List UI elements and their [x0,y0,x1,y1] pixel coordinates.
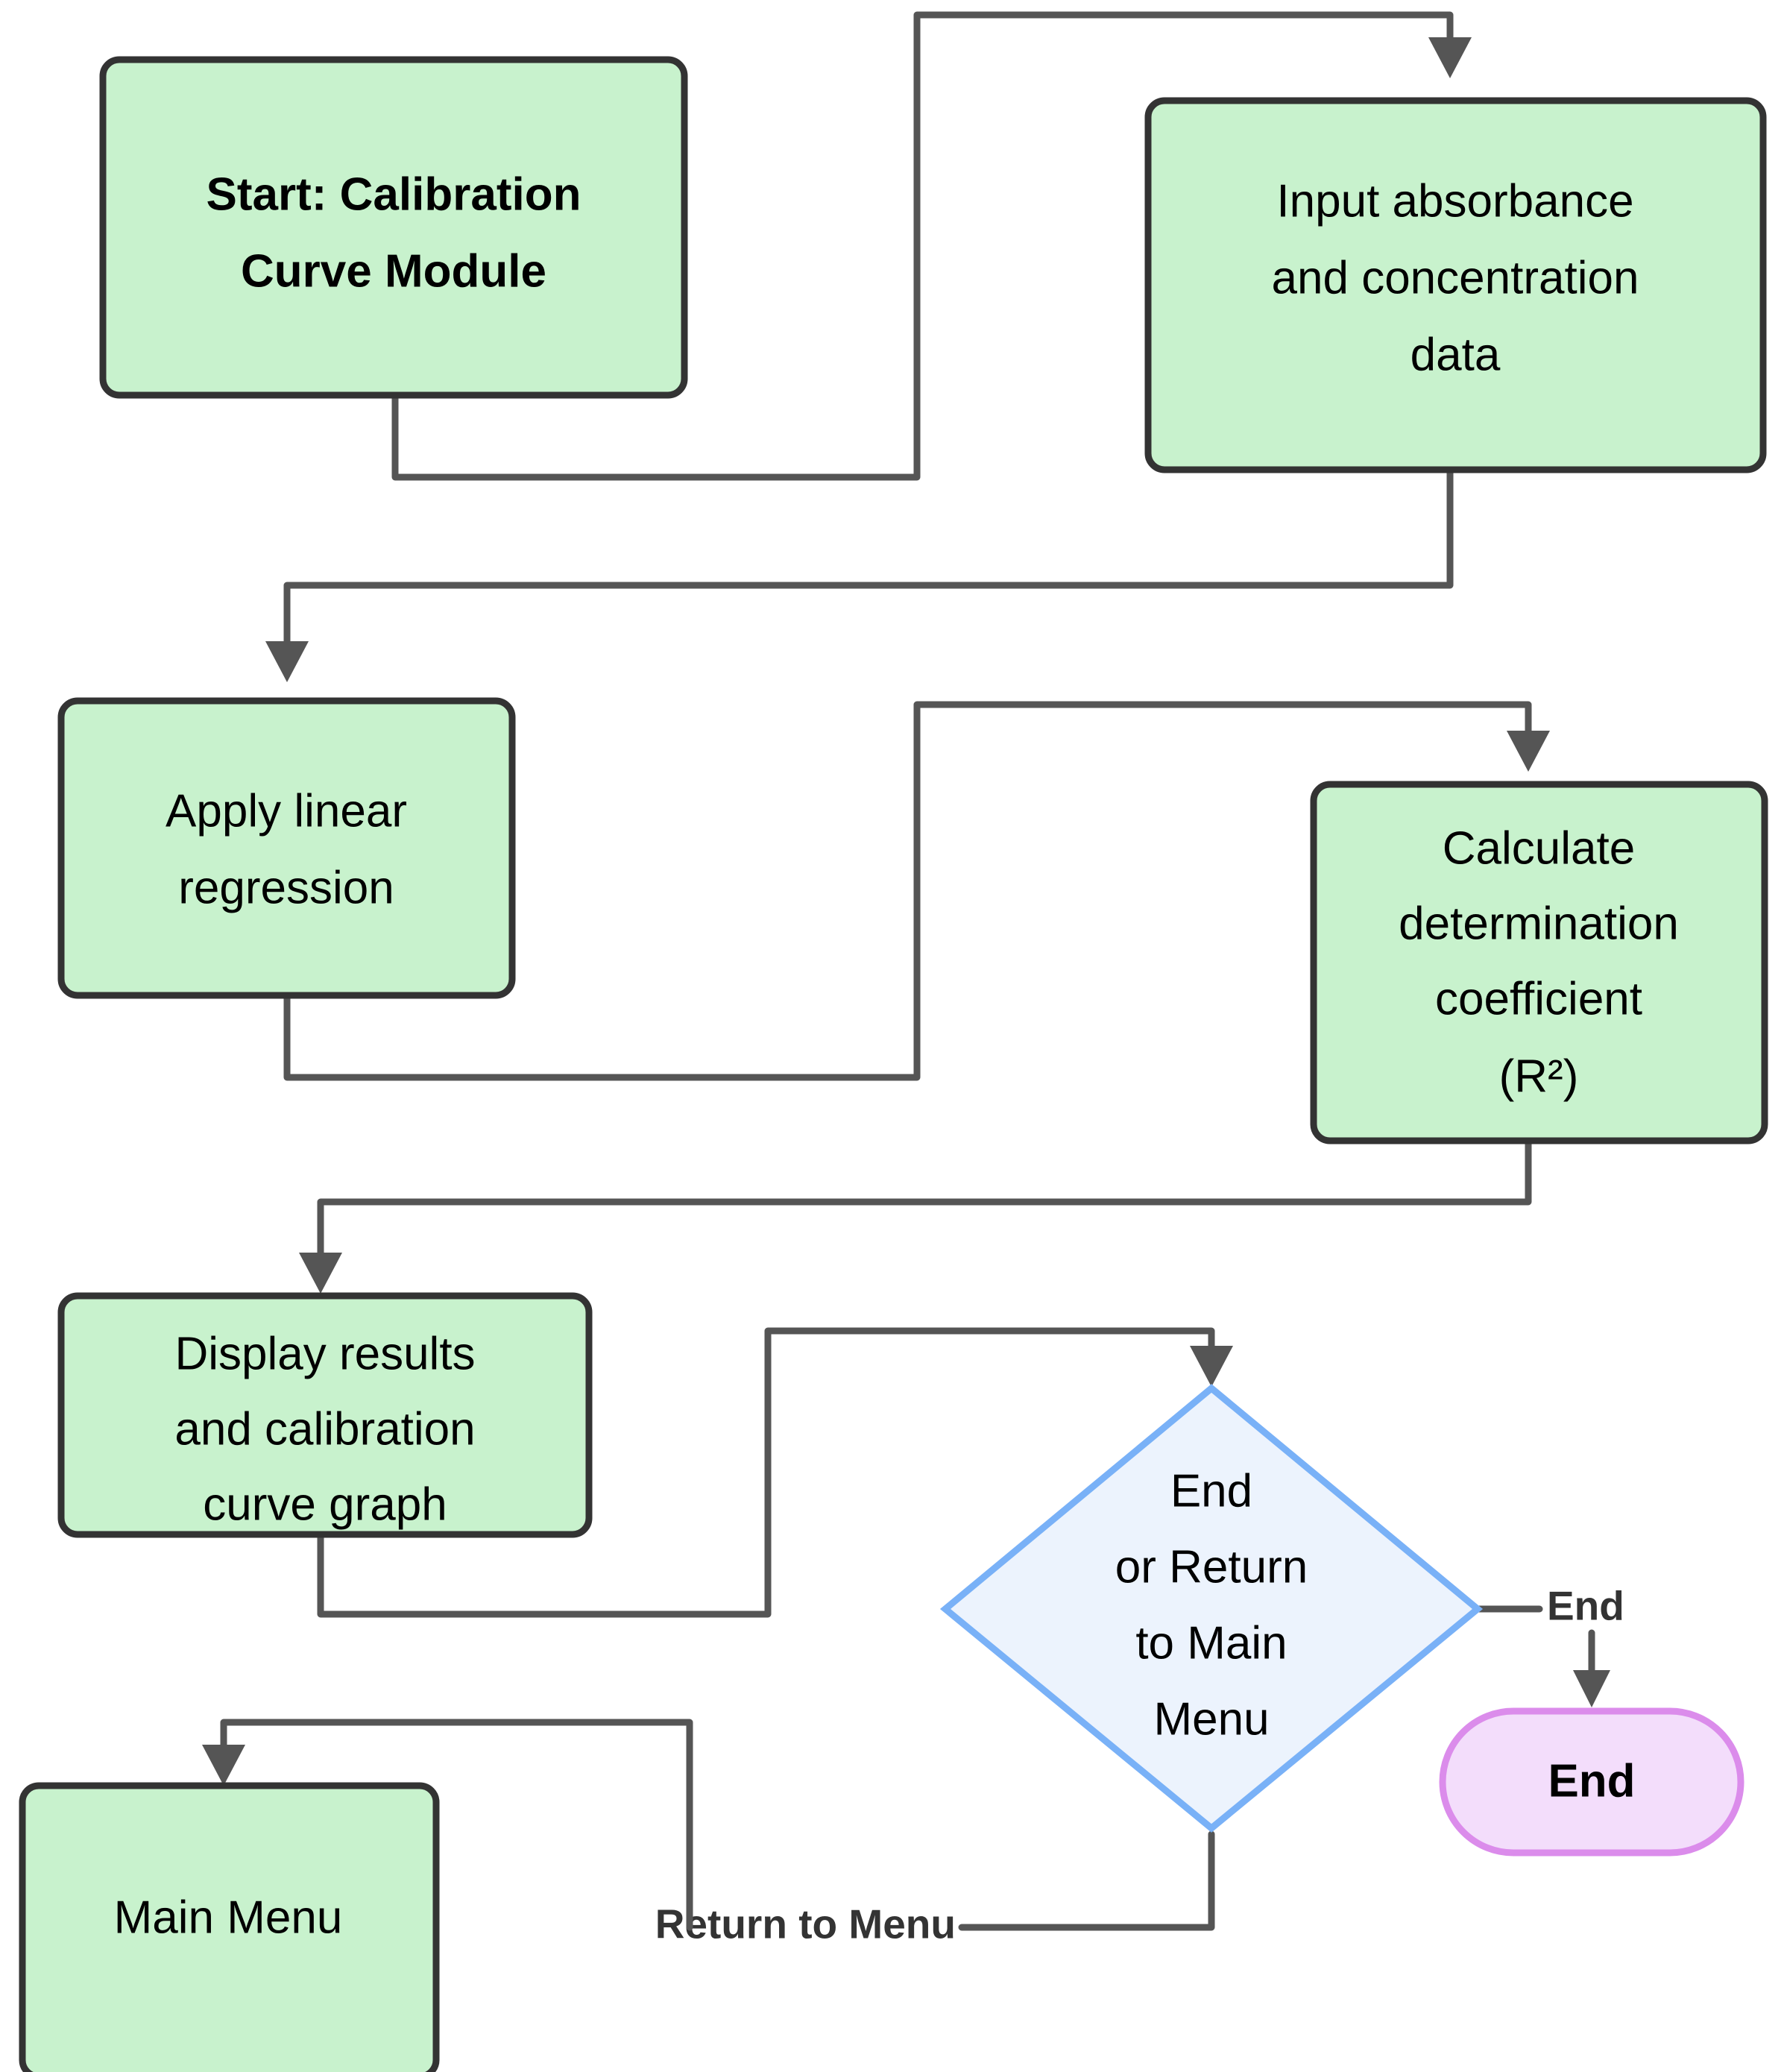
node-end-terminal-label: End [1548,1755,1635,1807]
node-r-squared-shape[interactable] [1310,781,1768,1144]
node-input-data-shape[interactable] [1144,97,1767,473]
edge-display-to-decision [317,1327,1233,1618]
node-input-data-label-line1: Input absorbance [1276,175,1633,227]
node-main-menu[interactable]: Main Menu [19,1782,440,2072]
node-r-squared-label-line4: (R²) [1499,1051,1579,1102]
node-display-results-label-line3: curve graph [203,1479,447,1530]
node-input-data[interactable]: Input absorbance and concentration data [1144,97,1767,473]
edge-label-return-to-menu: Return to Menu [655,1901,956,1947]
node-display-results[interactable]: Display results and calibration curve gr… [57,1292,593,1538]
node-regression-shape[interactable] [57,697,516,999]
edge-path-input-to-regression [283,466,1454,660]
node-r-squared-label-line2: determination [1399,898,1679,949]
node-decision[interactable]: End or Return to Main Menu [939,1384,1484,1833]
edge-regression-to-rsquared [283,701,1550,1081]
edge-arrowhead-input-to-regression [265,641,309,682]
edge-decision-to-main-menu: Return to Menu [202,1719,1215,1947]
node-display-results-label-line2: and calibration [174,1403,475,1455]
node-r-squared-label-line3: coefficient [1435,973,1642,1024]
edge-path-start-to-input [391,11,1454,481]
node-decision-shape[interactable] [939,1384,1484,1833]
edge-arrowhead-display-to-decision [1190,1346,1233,1387]
node-regression-label-line1: Apply linear [166,785,407,837]
node-decision-label-line3: to Main [1135,1617,1287,1669]
edge-path-display-to-decision [317,1327,1215,1618]
node-decision-label-line2: or Return [1115,1541,1308,1593]
node-main-menu-shape[interactable] [19,1782,440,2072]
edge-start-to-input [391,11,1472,481]
edge-path-rsquared-to-display [317,1137,1532,1271]
edge-arrowhead-start-to-input [1428,37,1472,78]
node-input-data-label-line2: and concentration [1272,252,1639,303]
edge-arrowhead-decision-to-main-menu [202,1745,245,1786]
edge-arrowhead-rsquared-to-display [299,1253,342,1294]
edge-path-decision-down [958,1830,1215,1931]
node-regression[interactable]: Apply linear regression [57,697,516,999]
node-display-results-shape[interactable] [57,1292,593,1538]
edge-arrowhead-regression-to-rsquared [1507,731,1550,772]
edge-decision-to-end: End [1472,1583,1624,1707]
node-start-label-line2: Curve Module [241,245,546,297]
edge-label-end: End [1547,1583,1624,1629]
node-r-squared[interactable]: Calculate determination coefficient (R²) [1310,781,1768,1144]
node-start-shape[interactable] [99,56,688,399]
node-regression-label-line2: regression [178,862,394,913]
node-end-terminal[interactable]: End [1439,1707,1744,1857]
node-decision-label-line1: End [1170,1465,1252,1517]
node-display-results-label-line1: Display results [174,1328,475,1379]
edge-rsquared-to-display [299,1137,1532,1294]
edge-path-main-menu-return [220,1719,693,1931]
node-main-menu-label: Main Menu [114,1892,343,1943]
edge-path-regression-to-rsquared [283,701,1532,1081]
edge-input-to-regression [265,466,1454,682]
node-r-squared-label-line1: Calculate [1443,822,1635,874]
node-decision-label-line4: Menu [1153,1693,1269,1745]
node-input-data-label-line3: data [1411,329,1501,380]
node-start-label-line1: Start: Calibration [207,169,581,220]
node-start[interactable]: Start: Calibration Curve Module [99,56,688,399]
edge-arrowhead-decision-to-end [1573,1670,1610,1707]
node-end-terminal-shape[interactable] [1439,1707,1744,1857]
